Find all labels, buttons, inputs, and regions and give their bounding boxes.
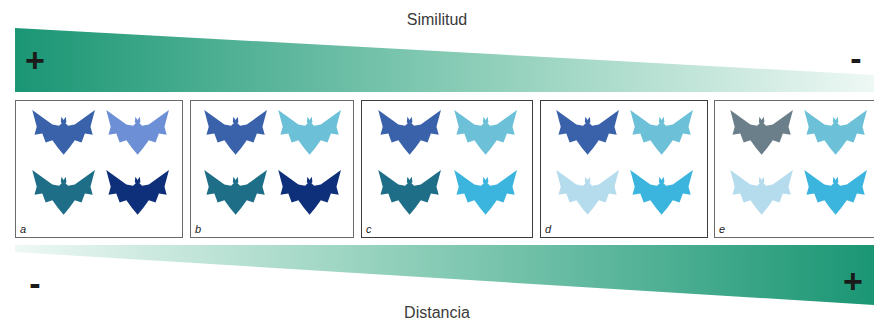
axis-title: Similitud [407, 12, 467, 28]
variant-panel: c [361, 100, 533, 238]
sign-marker: - [850, 41, 861, 75]
variant-panel: e [714, 100, 874, 238]
panel-letter: e [719, 224, 725, 235]
panel-letter: a [20, 224, 26, 235]
axis-title: Distancia [404, 305, 470, 321]
panel-letter: d [545, 224, 551, 235]
similarity-wedge [15, 28, 874, 92]
variant-panel: b [190, 100, 354, 238]
sign-marker: - [29, 266, 40, 300]
sign-marker: + [843, 264, 863, 298]
variant-panel: d [540, 100, 708, 238]
panel-letter: b [195, 224, 201, 235]
sign-marker: + [25, 43, 45, 77]
distance-wedge [15, 245, 874, 305]
panel-letter: c [366, 224, 372, 235]
variant-panel: a [15, 100, 183, 238]
